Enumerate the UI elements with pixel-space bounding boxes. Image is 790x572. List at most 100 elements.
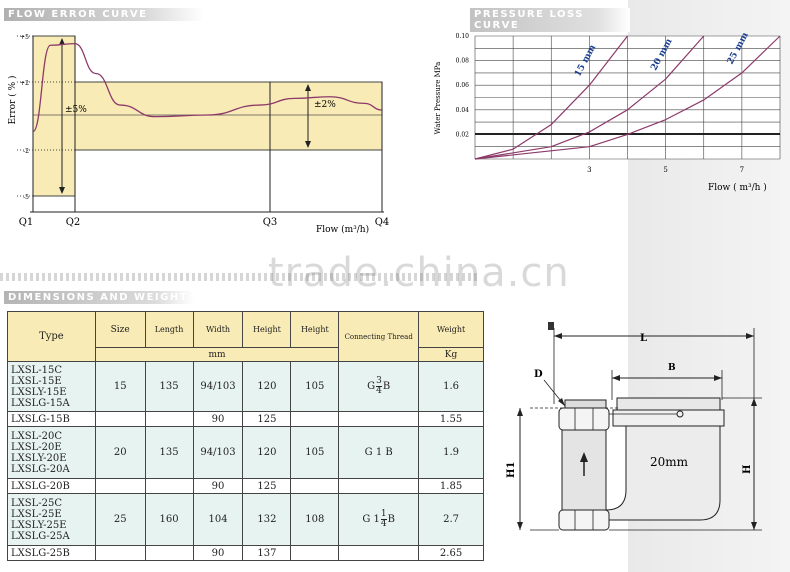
type-sub-15: LXSLG-15B (7, 411, 96, 427)
weight-sub: 1.85 (418, 478, 484, 494)
pressure-curve-20mm (474, 35, 705, 160)
size-sub (94, 478, 146, 494)
width-sub: 90 (192, 545, 244, 561)
pressure-x-tick: 7 (740, 166, 744, 174)
outlet-nut (558, 509, 610, 531)
thread-cell: G 1 B (338, 426, 420, 479)
type-sub-20: LXSLG-20B (7, 478, 96, 494)
dim-h1-label: H1 (506, 462, 517, 478)
size-cell: 15 (94, 361, 146, 412)
pressure-x-tick: 3 (587, 166, 591, 174)
length-sub (144, 545, 194, 561)
pipe-size-label: 20mm (650, 455, 689, 469)
size-sub (94, 545, 146, 561)
y-tick-m5: -5 (23, 194, 29, 201)
thread-denominator: 4 (380, 519, 387, 529)
x-tick-q1: Q1 (19, 217, 34, 228)
pressure-x-tick: 5 (663, 166, 667, 174)
type-sub-25: LXSLG-25B (7, 545, 96, 561)
pressure-loss-header: PRESSURE LOSS CURVE (470, 8, 630, 32)
pressure-curve-15mm (474, 35, 628, 160)
dimensions-header: DIMENSIONS AND WEIGHT (4, 291, 194, 304)
dim-l-label: L (640, 333, 647, 344)
type-name: LXSL-25C (11, 497, 63, 509)
width-cell: 94/103 (192, 426, 244, 479)
type-name: LXSL-15C (11, 364, 63, 376)
thread-sub (338, 478, 420, 494)
type-name: LXSL-15E (11, 375, 62, 387)
arrow-5pct-down (59, 187, 65, 194)
x-tick-q4: Q4 (375, 217, 390, 228)
type-list-25: LXSL-25C LXSL-25E LXSLY-25E LXSLG-25A (7, 493, 96, 546)
y-tick-p2: +2 (20, 80, 29, 87)
type-name: LXSLG-15A (11, 397, 70, 409)
type-name: LXSLG-20A (11, 463, 70, 475)
height2-cell: 108 (290, 493, 340, 546)
pressure-y-tick: 0.02 (456, 131, 470, 138)
drawing-top-tick (548, 322, 554, 330)
dim-d-label: D (534, 369, 543, 380)
dim-h-arrow-top (751, 398, 757, 406)
width-sub: 90 (192, 478, 244, 494)
height2-sub (290, 478, 340, 494)
y-tick-p5: +5 (20, 34, 29, 41)
pressure-curve-25mm (474, 35, 781, 160)
annotation-2pct: ±2% (314, 100, 336, 110)
dim-h-arrow-bottom (751, 522, 757, 530)
dim-b-arrow-left (612, 375, 620, 381)
thread-suffix: B (387, 514, 396, 525)
x-tick-q3: Q3 (263, 217, 278, 228)
pressure-y-tick: 0.08 (456, 58, 470, 65)
dim-h1-arrow-bottom (517, 522, 523, 530)
arrow-2pct-down (305, 141, 311, 148)
type-list-15: LXSL-15C LXSL-15E LXSLY-15E LXSLG-15A (7, 361, 96, 412)
thread-numerator: 3 (376, 376, 382, 387)
flow-error-header: FLOW ERROR CURVE (4, 8, 204, 21)
meter-cap (616, 397, 721, 411)
type-name: LXSLY-25E (11, 519, 67, 531)
pressure-x-label: Flow ( m³/h ) (708, 182, 767, 193)
type-name: LXSL-20C (11, 430, 63, 442)
length-cell: 135 (144, 426, 194, 479)
pressure-y-tick: 0.04 (456, 107, 470, 114)
height1-cell: 120 (242, 361, 292, 412)
watermark: trade.china.cn (268, 250, 570, 296)
dim-l-arrow-left (554, 333, 562, 339)
arrow-2pct-up (305, 84, 311, 91)
dimensions-table: Type Size Length Width Height Height Con… (7, 311, 484, 561)
flow-error-chart: ±5% ±2% +5 +2 -2 -5 Q1 Q2 Q3 Q4 Flow (m³… (7, 34, 390, 235)
meter-ring (612, 409, 725, 427)
width-cell: 94/103 (192, 361, 244, 412)
header-height1: Height (242, 311, 292, 348)
type-list-20: LXSL-20C LXSL-20E LXSLY-20E LXSLG-20A (7, 426, 96, 479)
thread-prefix: G 1 B (364, 447, 393, 458)
flow-x-label: Flow (m³/h) (316, 224, 369, 235)
height1-sub: 125 (242, 411, 292, 427)
thread-numerator: 1 (380, 509, 387, 520)
height2-sub (290, 545, 340, 561)
height1-sub: 137 (242, 545, 292, 561)
header-type: Type (7, 311, 96, 362)
size-sub (94, 411, 146, 427)
dim-l-arrow-right (746, 333, 754, 339)
type-name: LXSL-25E (11, 508, 62, 520)
thread-denominator: 4 (376, 386, 382, 396)
height2-cell: 105 (290, 426, 340, 479)
dim-b-label: B (668, 363, 676, 373)
dim-h-label: H (742, 465, 753, 474)
dim-d-arrow (558, 398, 565, 406)
weight-sub: 1.55 (418, 411, 484, 427)
weight-cell: 1.9 (418, 426, 484, 479)
type-name: LXSLY-15E (11, 386, 67, 398)
annotation-5pct: ±5% (65, 105, 87, 115)
header-thread: Connecting Thread (338, 311, 420, 362)
length-cell: 135 (144, 361, 194, 412)
error-curve-line (32, 42, 383, 133)
error-band-2pct (74, 81, 383, 151)
